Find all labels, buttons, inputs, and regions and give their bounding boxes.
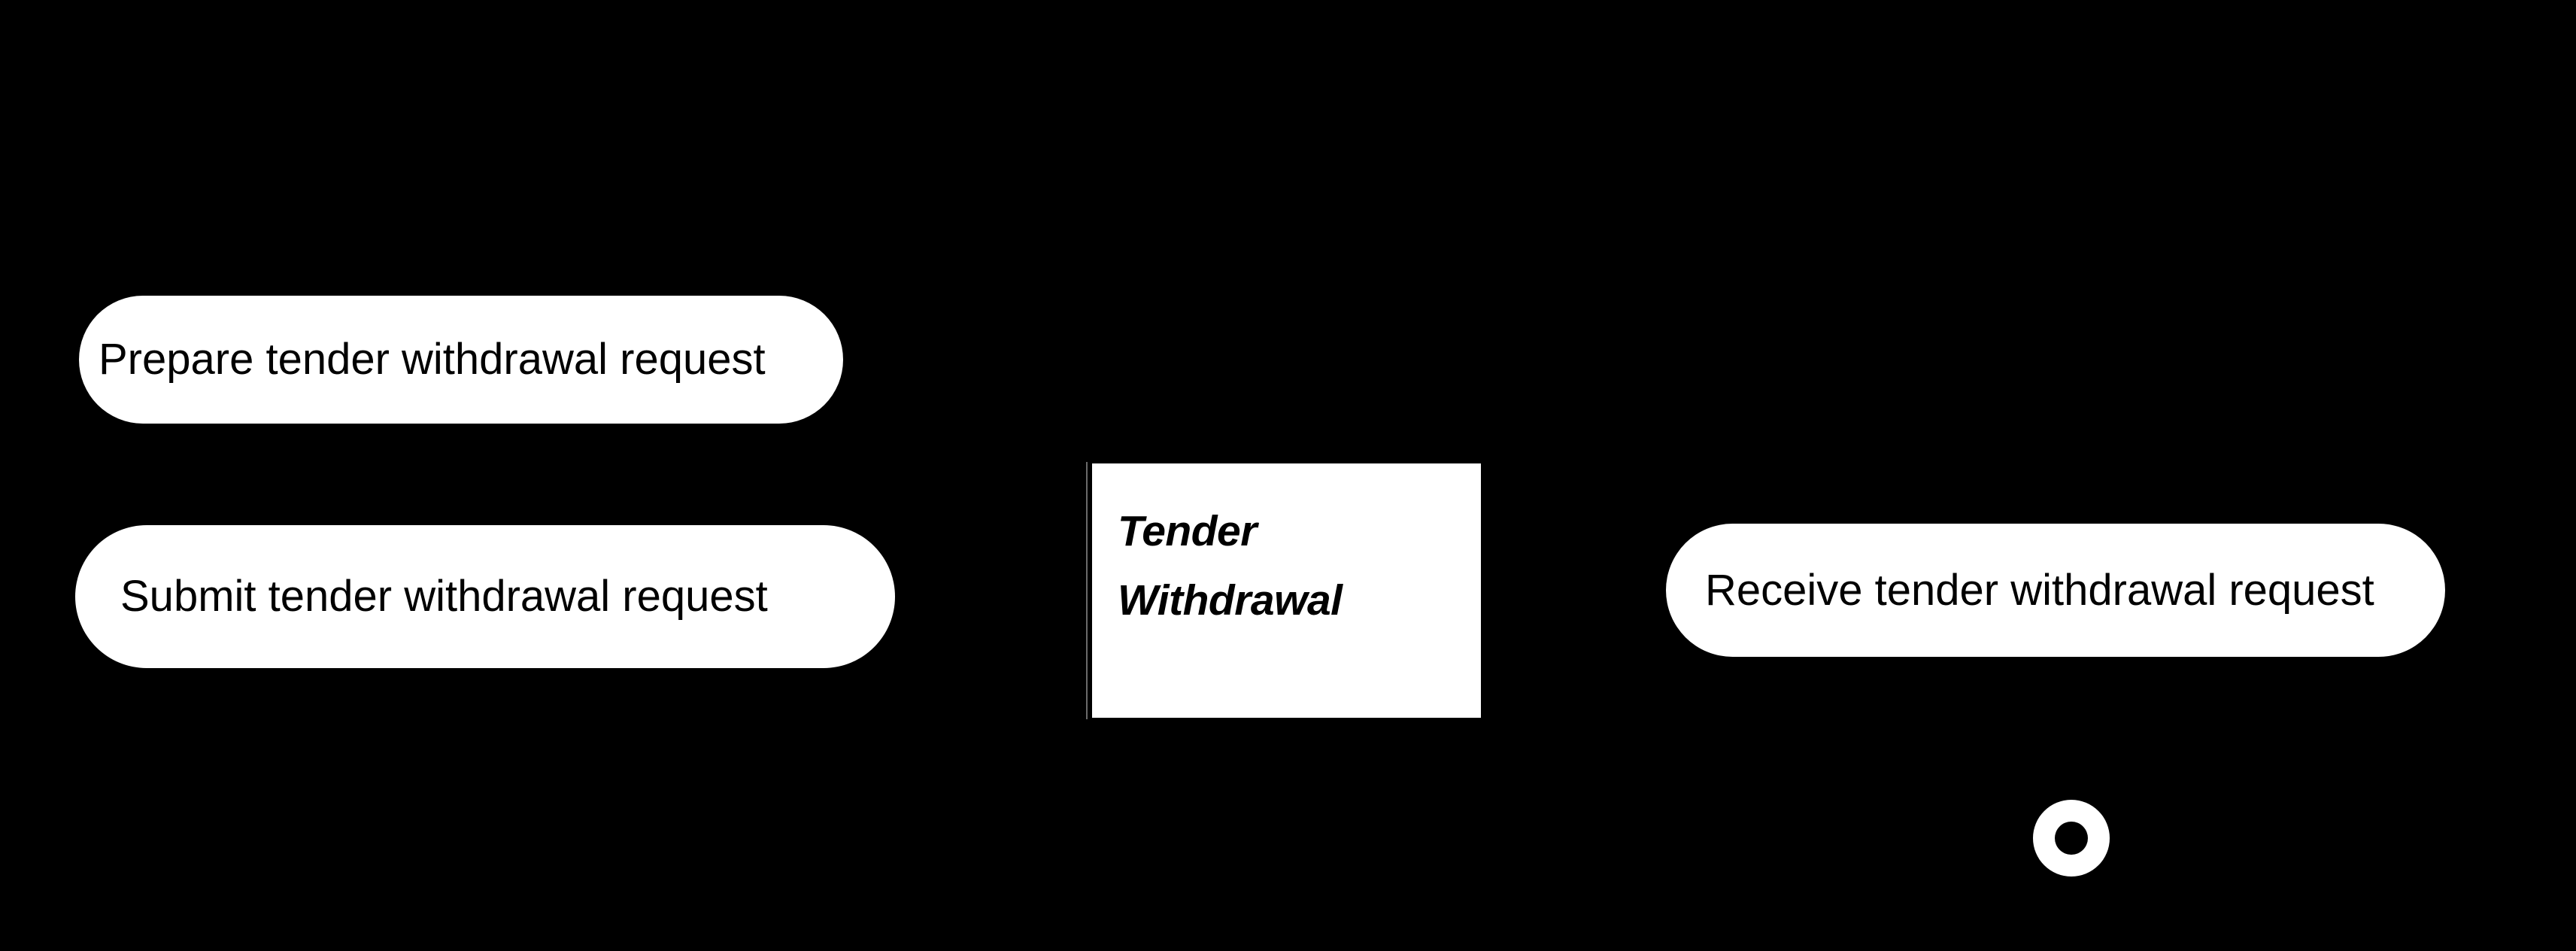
end-event-circle-icon[interactable] [2033,800,2110,877]
task-submit-tender-withdrawal-request[interactable]: Submit tender withdrawal request [75,525,895,668]
message-box-label: Tender Withdrawal [1118,507,1343,625]
task-prepare-label: Prepare tender withdrawal request [99,335,766,384]
lane-divider-line [1086,462,1088,719]
task-receive-label: Receive tender withdrawal request [1705,565,2374,615]
task-prepare-tender-withdrawal-request[interactable]: Prepare tender withdrawal request [79,296,843,424]
task-submit-label: Submit tender withdrawal request [120,572,768,621]
message-box-tender-withdrawal[interactable]: Tender Withdrawal [1092,463,1481,718]
task-receive-tender-withdrawal-request[interactable]: Receive tender withdrawal request [1666,524,2445,657]
